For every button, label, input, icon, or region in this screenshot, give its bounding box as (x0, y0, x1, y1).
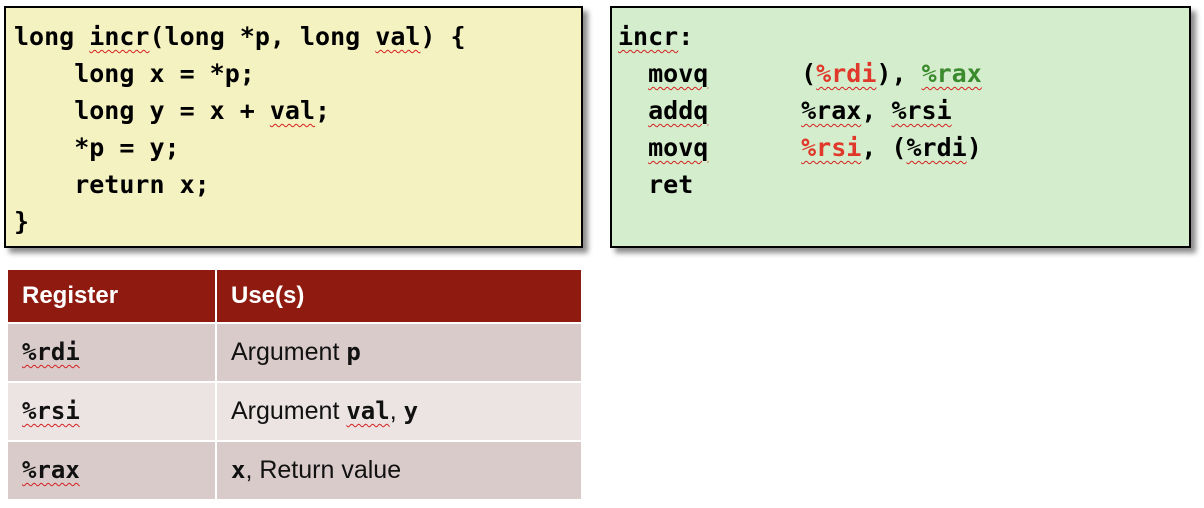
use-text: Argument (231, 397, 347, 425)
c-function-name: incr (89, 22, 150, 51)
register-table-header: Register Use(s) (6, 268, 583, 324)
asm-line-2-op: addq (648, 96, 709, 125)
register-cell: %rdi (6, 322, 217, 383)
asm-line-3-comma: , ( (861, 133, 907, 162)
c-line-3-part-a: long y = x + (14, 96, 270, 125)
asm-line-2-src: %rax (801, 96, 862, 125)
use-separator: , (389, 397, 404, 425)
c-line-1-part-a: long (14, 22, 90, 51)
asm-line-3-dst: %rdi (906, 133, 967, 162)
asm-line-3-op: movq (648, 133, 709, 162)
register-name: %rsi (22, 397, 80, 425)
header-uses: Use(s) (215, 268, 583, 324)
asm-line-2-comma: , (861, 96, 892, 125)
use-code: p (346, 338, 361, 366)
assembly-box: incr: movq(%rdi), %rax addq%rax, %rsi mo… (610, 6, 1191, 248)
register-name: %rax (22, 456, 80, 484)
asm-line-4-op: ret (648, 170, 694, 199)
asm-label-colon: : (678, 22, 694, 51)
assembly-code: incr: movq(%rdi), %rax addq%rax, %rsi mo… (618, 18, 982, 203)
asm-line-1-paren-open: ( (801, 59, 817, 88)
use-text: Argument (231, 338, 347, 366)
asm-label: incr (618, 22, 679, 51)
register-cell: %rax (6, 440, 217, 501)
c-line-2: long x = *p; (14, 59, 255, 88)
asm-label-line: incr: (618, 22, 693, 51)
use-code: x (231, 456, 246, 484)
c-line-3: long y = x + val; (14, 96, 330, 125)
asm-line-1-comma: , (891, 59, 922, 88)
c-line-3-val: val (269, 96, 316, 125)
asm-line-3-paren-close: ) (966, 133, 982, 162)
c-line-1-part-e: ) { (420, 22, 466, 51)
asm-line-1-dst: %rax (921, 59, 982, 88)
use-cell: Argument val, y (215, 381, 583, 442)
table-row: %rax x, Return value (6, 440, 583, 501)
register-table: Register Use(s) %rdi Argument p %rsi Arg… (6, 268, 583, 501)
c-line-3-part-c: ; (315, 96, 331, 125)
c-line-5: return x; (14, 170, 210, 199)
register-cell: %rsi (6, 381, 217, 442)
c-line-4: *p = y; (14, 133, 180, 162)
asm-line-3-src: %rsi (801, 133, 862, 162)
use-code-2: y (403, 397, 419, 425)
asm-line-1-src: %rdi (816, 59, 877, 88)
use-text: , Return value (245, 456, 402, 484)
c-line-6: } (14, 207, 30, 236)
use-cell: x, Return value (215, 440, 583, 501)
c-source-box: long incr(long *p, long val) { long x = … (4, 6, 583, 248)
c-line-1: long incr(long *p, long val) { (14, 22, 466, 51)
use-code: val (346, 397, 390, 425)
table-row: %rsi Argument val, y (6, 381, 583, 442)
register-name: %rdi (22, 338, 80, 366)
header-register: Register (6, 268, 217, 324)
c-source-code: long incr(long *p, long val) { long x = … (14, 18, 466, 240)
c-param-val: val (375, 22, 421, 51)
asm-line-1-op: movq (648, 59, 709, 88)
c-line-1-part-c: (long *p, long (149, 22, 376, 51)
table-row: %rdi Argument p (6, 322, 583, 383)
asm-line-2-dst: %rsi (891, 96, 952, 125)
asm-line-1-paren-close: ) (876, 59, 892, 88)
use-cell: Argument p (215, 322, 583, 383)
